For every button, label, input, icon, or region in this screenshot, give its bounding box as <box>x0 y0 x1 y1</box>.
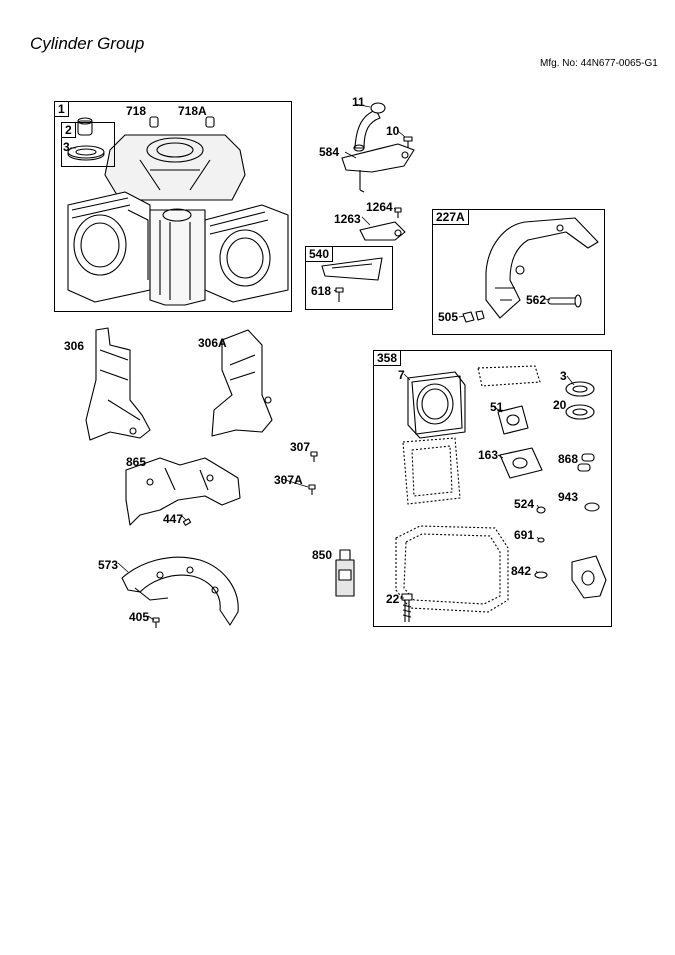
box-358-gasket-set: 358 <box>373 350 612 627</box>
box-540-tag: 540 <box>306 247 334 262</box>
nuts-505-drawing <box>462 310 485 323</box>
gasket-sump-drawing <box>395 525 509 613</box>
label-842: 842 <box>511 564 532 578</box>
bolt-22-drawing <box>401 593 413 622</box>
box-227a: 227A <box>432 209 605 335</box>
label-51: 51 <box>490 400 504 414</box>
plate-1263-drawing <box>359 221 406 241</box>
label-1263: 1263 <box>334 212 361 226</box>
box-358-tag: 358 <box>374 351 402 366</box>
housing-573-drawing <box>121 556 239 626</box>
plugs-868-drawing <box>577 453 595 472</box>
label-691: 691 <box>514 528 535 542</box>
label-306: 306 <box>64 339 85 353</box>
shroud-306a-drawing <box>211 329 273 437</box>
gasket-mid-drawing <box>402 437 461 505</box>
label-7: 7 <box>398 368 405 382</box>
label-524: 524 <box>514 497 535 511</box>
label-163: 163 <box>478 448 499 462</box>
label-865: 865 <box>126 455 147 469</box>
label-573: 573 <box>98 558 119 572</box>
label-22: 22 <box>386 592 400 606</box>
label-405: 405 <box>129 610 150 624</box>
label-618: 618 <box>311 284 332 298</box>
shroud-306-drawing <box>85 327 151 441</box>
label-447: 447 <box>163 512 184 526</box>
label-20: 20 <box>553 398 567 412</box>
gasket-540-drawing <box>321 257 383 281</box>
label-718: 718 <box>126 104 147 118</box>
label-562: 562 <box>526 293 547 307</box>
label-718a: 718A <box>178 104 207 118</box>
seal-20-drawing <box>565 404 595 420</box>
label-307a: 307A <box>274 473 303 487</box>
box-2-tag: 2 <box>62 123 76 138</box>
dowel-pins-drawing <box>149 116 215 128</box>
label-943: 943 <box>558 490 579 504</box>
baffle-865-drawing <box>125 457 241 526</box>
gasket-top-drawing <box>477 365 541 387</box>
screw-405-drawing <box>152 617 160 628</box>
oring-943-drawing <box>584 502 600 512</box>
sealant-tube-850-drawing <box>335 549 355 597</box>
oring-691-drawing <box>537 537 545 543</box>
box-2-inner: 2 <box>61 122 115 167</box>
label-584: 584 <box>319 145 340 159</box>
box-540: 540 <box>305 246 393 310</box>
label-868: 868 <box>558 452 579 466</box>
screw-307-drawing <box>310 451 318 462</box>
bracket-584-drawing <box>341 143 415 193</box>
screw-447-drawing <box>182 518 192 526</box>
label-505: 505 <box>438 310 459 324</box>
head-gasket-7-drawing <box>407 371 466 439</box>
label-850: 850 <box>312 548 333 562</box>
leader-lines <box>70 103 575 621</box>
gasket-163-drawing <box>499 447 543 479</box>
breather-tube-drawing <box>353 102 386 152</box>
label-11: 11 <box>352 95 365 109</box>
oring-524-drawing <box>536 506 546 514</box>
spacer-562-drawing <box>547 294 582 308</box>
label-307: 307 <box>290 440 311 454</box>
label-10: 10 <box>386 124 400 138</box>
box-227a-tag: 227A <box>433 210 469 225</box>
bracket-227a-drawing <box>485 217 599 319</box>
box-1-tag: 1 <box>55 102 69 117</box>
box-1-cylinder: 1 <box>54 101 292 312</box>
bushing-seal-drawing <box>67 117 105 161</box>
flange-gasket-drawing <box>571 555 607 599</box>
screw-307a-drawing <box>308 484 316 495</box>
label-3-box358: 3 <box>560 369 567 383</box>
mfg-number: Mfg. No: 44N677-0065-G1 <box>540 58 658 69</box>
gasket-51-drawing <box>497 405 529 435</box>
label-3-box1: 3 <box>63 140 70 154</box>
seal-3-drawing <box>565 381 595 397</box>
label-306a: 306A <box>198 336 227 350</box>
page-title: Cylinder Group <box>30 34 145 53</box>
oring-842-drawing <box>534 571 548 579</box>
screw-1264-drawing <box>394 207 402 218</box>
label-1264: 1264 <box>366 200 393 214</box>
cylinder-block-drawing <box>67 134 289 306</box>
screw-618-drawing <box>335 287 344 302</box>
